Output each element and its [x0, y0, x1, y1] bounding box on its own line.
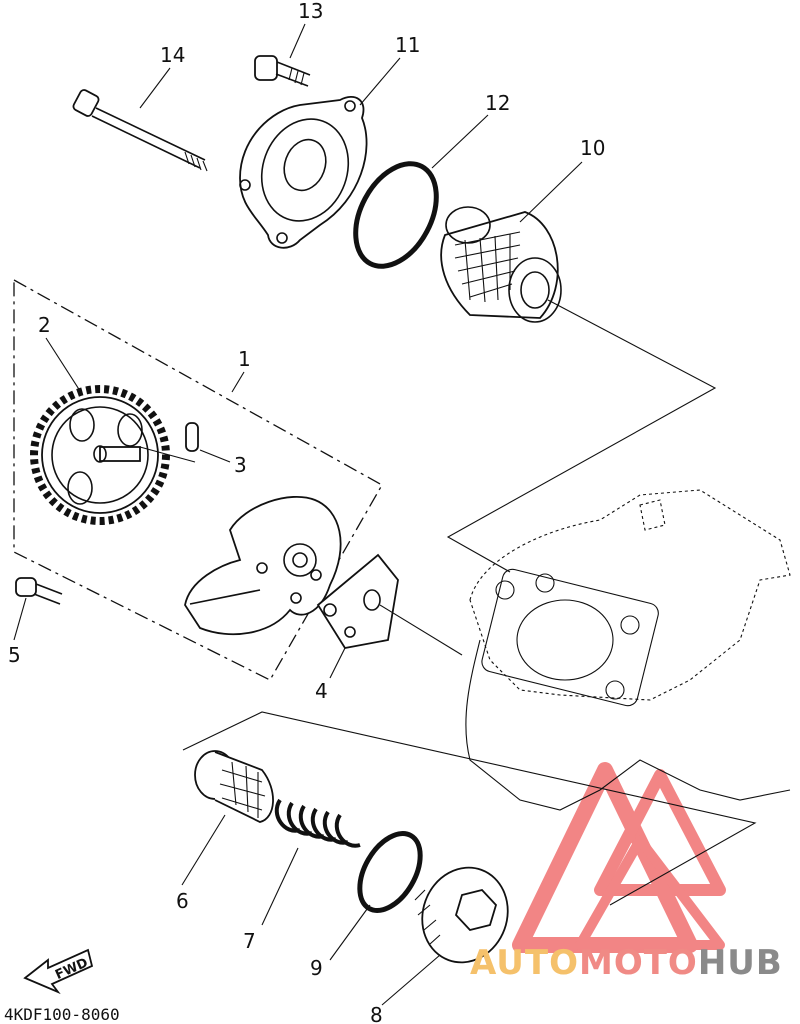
part-11-filter-cover — [239, 96, 368, 249]
callout-6: 6 — [176, 889, 189, 913]
watermark-hub: HUB — [698, 943, 783, 983]
watermark-text: AUTOMOTOHUB — [470, 943, 783, 983]
oil-pump-body — [184, 496, 342, 636]
callout-8: 8 — [370, 1003, 383, 1024]
fwd-arrow-icon: FWD — [23, 948, 94, 995]
callout-12: 12 — [485, 91, 510, 115]
callout-14: 14 — [160, 43, 185, 67]
part-3-dowel-pin — [185, 422, 231, 463]
callout-1: 1 — [238, 347, 251, 371]
part-10-oil-filter — [440, 206, 562, 323]
engine-crankcase-outline — [465, 489, 791, 811]
diagram-code: 4KDF100-8060 — [4, 1005, 120, 1024]
part-6-oil-strainer — [181, 750, 274, 886]
callout-4: 4 — [315, 679, 328, 703]
part-2-drive-gear — [30, 385, 196, 525]
watermark-moto: MOTO — [579, 943, 698, 983]
part-7-spring — [261, 798, 361, 926]
callout-11: 11 — [395, 33, 420, 57]
part-9-o-ring-small — [329, 831, 423, 961]
callout-10: 10 — [580, 136, 605, 160]
part-8-drain-plug — [381, 866, 509, 1006]
watermark-logo — [512, 762, 726, 953]
assembly-1-group-box — [13, 278, 383, 681]
callout-9: 9 — [310, 956, 323, 980]
callout-5: 5 — [8, 643, 21, 667]
callout-7: 7 — [243, 929, 256, 953]
part-5-screw — [13, 577, 63, 641]
part-4-gasket — [316, 553, 463, 679]
callout-3: 3 — [234, 453, 247, 477]
part-14-long-bolt — [72, 89, 208, 172]
watermark-auto: AUTO — [470, 943, 579, 983]
callout-2: 2 — [38, 313, 51, 337]
part-12-o-ring — [353, 161, 439, 269]
part-13-short-bolt — [254, 55, 311, 87]
callout-13: 13 — [298, 0, 323, 23]
